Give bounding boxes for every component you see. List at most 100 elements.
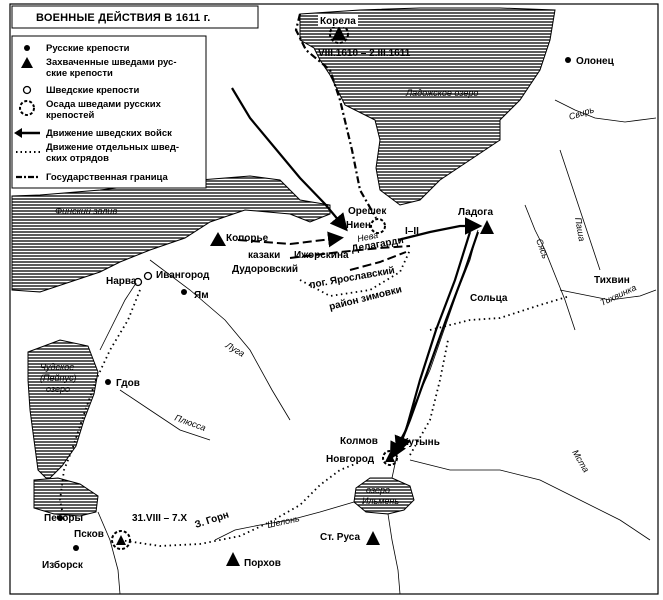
pskov-triangle — [116, 535, 126, 545]
label-oreshek: Орешек — [348, 206, 387, 217]
chudskoe-lake-water — [27, 339, 99, 481]
label-luga: Луга — [223, 340, 246, 359]
label-plyussa: Плюсса — [173, 412, 207, 432]
narva-circle — [133, 277, 143, 287]
legend-siege-2: крепостей — [46, 110, 94, 121]
label-neva: Нева — [356, 230, 379, 244]
legend-movement-troops: Движение шведских войск — [46, 128, 172, 139]
label-nien: Ниен — [346, 220, 371, 231]
plyussa-river — [119, 389, 211, 441]
label-korela: Корела — [320, 16, 356, 27]
legend-border: Государственная граница — [46, 172, 168, 183]
label-narva: Нарва — [106, 276, 137, 287]
label-koporye: Копорье — [226, 233, 269, 244]
legend-detach-2: ских отрядов — [46, 153, 109, 164]
swedish-fortresses — [133, 271, 153, 287]
label-kazaki: казаки — [248, 250, 280, 261]
legend-swedish-forts: Шведские крепости — [46, 85, 139, 96]
label-z-gorn: З. Горн — [194, 509, 231, 530]
label-pskov-dates: 31.VIII – 7.X — [132, 513, 187, 524]
legend-siege-symbol — [19, 100, 35, 116]
legend-siege-1: Осада шведами русских — [46, 99, 162, 110]
pechory-dot — [57, 515, 63, 521]
label-ladoga-lake: Ладожское озеро — [405, 88, 478, 98]
label-pechory: Печоры — [44, 513, 83, 524]
route-peipus — [59, 289, 141, 521]
narva-river — [99, 279, 139, 351]
label-kolmov: Колмов — [340, 436, 378, 447]
state-border — [294, 13, 377, 219]
main-movement-north — [231, 87, 348, 232]
label-ilmen-1: озеро — [366, 485, 390, 495]
dashed-movement-3 — [349, 251, 407, 271]
title-box — [11, 5, 259, 29]
yam-dot — [181, 289, 187, 295]
legend-open-circle-symbol — [22, 85, 32, 95]
tikhvinka-river — [559, 289, 657, 301]
label-pskov: Псков — [74, 529, 104, 540]
map-title: ВОЕННЫЕ ДЕЙСТВИЯ В 1611 г. — [36, 11, 211, 24]
label-gdov: Гдов — [116, 378, 140, 389]
legend-captured-1: Захваченные шведами рус- — [46, 57, 177, 68]
label-chudskoe-2: (Пейпус) — [40, 373, 76, 383]
russian-fortresses — [57, 57, 571, 551]
st-rusa-triangle — [366, 531, 380, 545]
koporye-triangle — [210, 232, 226, 246]
route-tikhvin — [429, 295, 571, 331]
gdov-dot — [105, 379, 111, 385]
label-dudorovsky: Дудоровский — [232, 264, 298, 275]
label-chudskoe-1: Чудское — [40, 362, 74, 372]
label-yam: Ям — [194, 290, 209, 301]
izborsk-dot — [73, 545, 79, 551]
olonets-dot — [565, 57, 571, 63]
novgorod-siege — [382, 450, 398, 466]
label-izhorskina: Ижорскина — [294, 250, 349, 261]
label-ilmen-2: Ильмень — [362, 496, 399, 506]
movement-to-novgorod-2 — [389, 231, 472, 460]
label-tikhvinka: Тихвинка — [599, 282, 638, 307]
label-olonets: Олонец — [576, 56, 615, 67]
msta-river — [409, 459, 651, 541]
porkhov-triangle — [226, 552, 240, 566]
lovat-river — [387, 513, 401, 595]
movement-lines — [231, 87, 483, 460]
legend: ВОЕННЫЕ ДЕЙСТВИЯ В 1611 г. Русские крепо… — [11, 5, 259, 189]
label-soltsa: Сольца — [470, 293, 508, 304]
pskov-lake-water — [33, 477, 99, 517]
captured-fortresses — [210, 26, 494, 566]
legend-captured-2: ские крепости — [46, 68, 113, 79]
ladoga-lake-water — [299, 7, 556, 206]
ivangorod-circle — [143, 271, 153, 281]
main-movement-south — [397, 217, 483, 242]
pskov-siege — [111, 530, 131, 550]
label-zimovki: район зимовки — [328, 284, 403, 313]
syas-river — [524, 204, 576, 331]
legend-russian-forts: Русские крепости — [46, 43, 130, 54]
dashed-movement-1 — [237, 231, 344, 248]
luga-river — [149, 259, 291, 421]
label-izborsk: Изборск — [42, 559, 84, 571]
label-syas: Сясь — [534, 237, 551, 260]
label-svir: Свирь — [568, 104, 596, 122]
label-msta: Мста — [570, 448, 591, 474]
ilmen-lake-water — [353, 477, 415, 515]
label-pasha: Паша — [573, 217, 587, 242]
svir-river — [554, 99, 657, 123]
label-roman: I–II — [405, 226, 419, 237]
velikaya-river — [97, 511, 121, 595]
ladoga-triangle — [480, 220, 494, 234]
pasha-river — [559, 149, 601, 271]
label-khutyn: Хутынь — [402, 437, 440, 448]
label-novgorod: Новгород — [326, 454, 375, 465]
korela-triangle — [332, 26, 346, 40]
label-chudskoe-3: озеро — [46, 384, 70, 394]
route-novgorod-tikhvin — [409, 339, 449, 456]
shelon-river — [214, 501, 355, 541]
label-st-rusa: Ст. Руса — [320, 532, 360, 543]
legend-box — [11, 35, 207, 189]
novgorod-triangle — [385, 452, 395, 462]
map-frame — [9, 3, 659, 595]
legend-dot-symbol — [24, 45, 30, 51]
detachment-routes — [59, 249, 571, 547]
